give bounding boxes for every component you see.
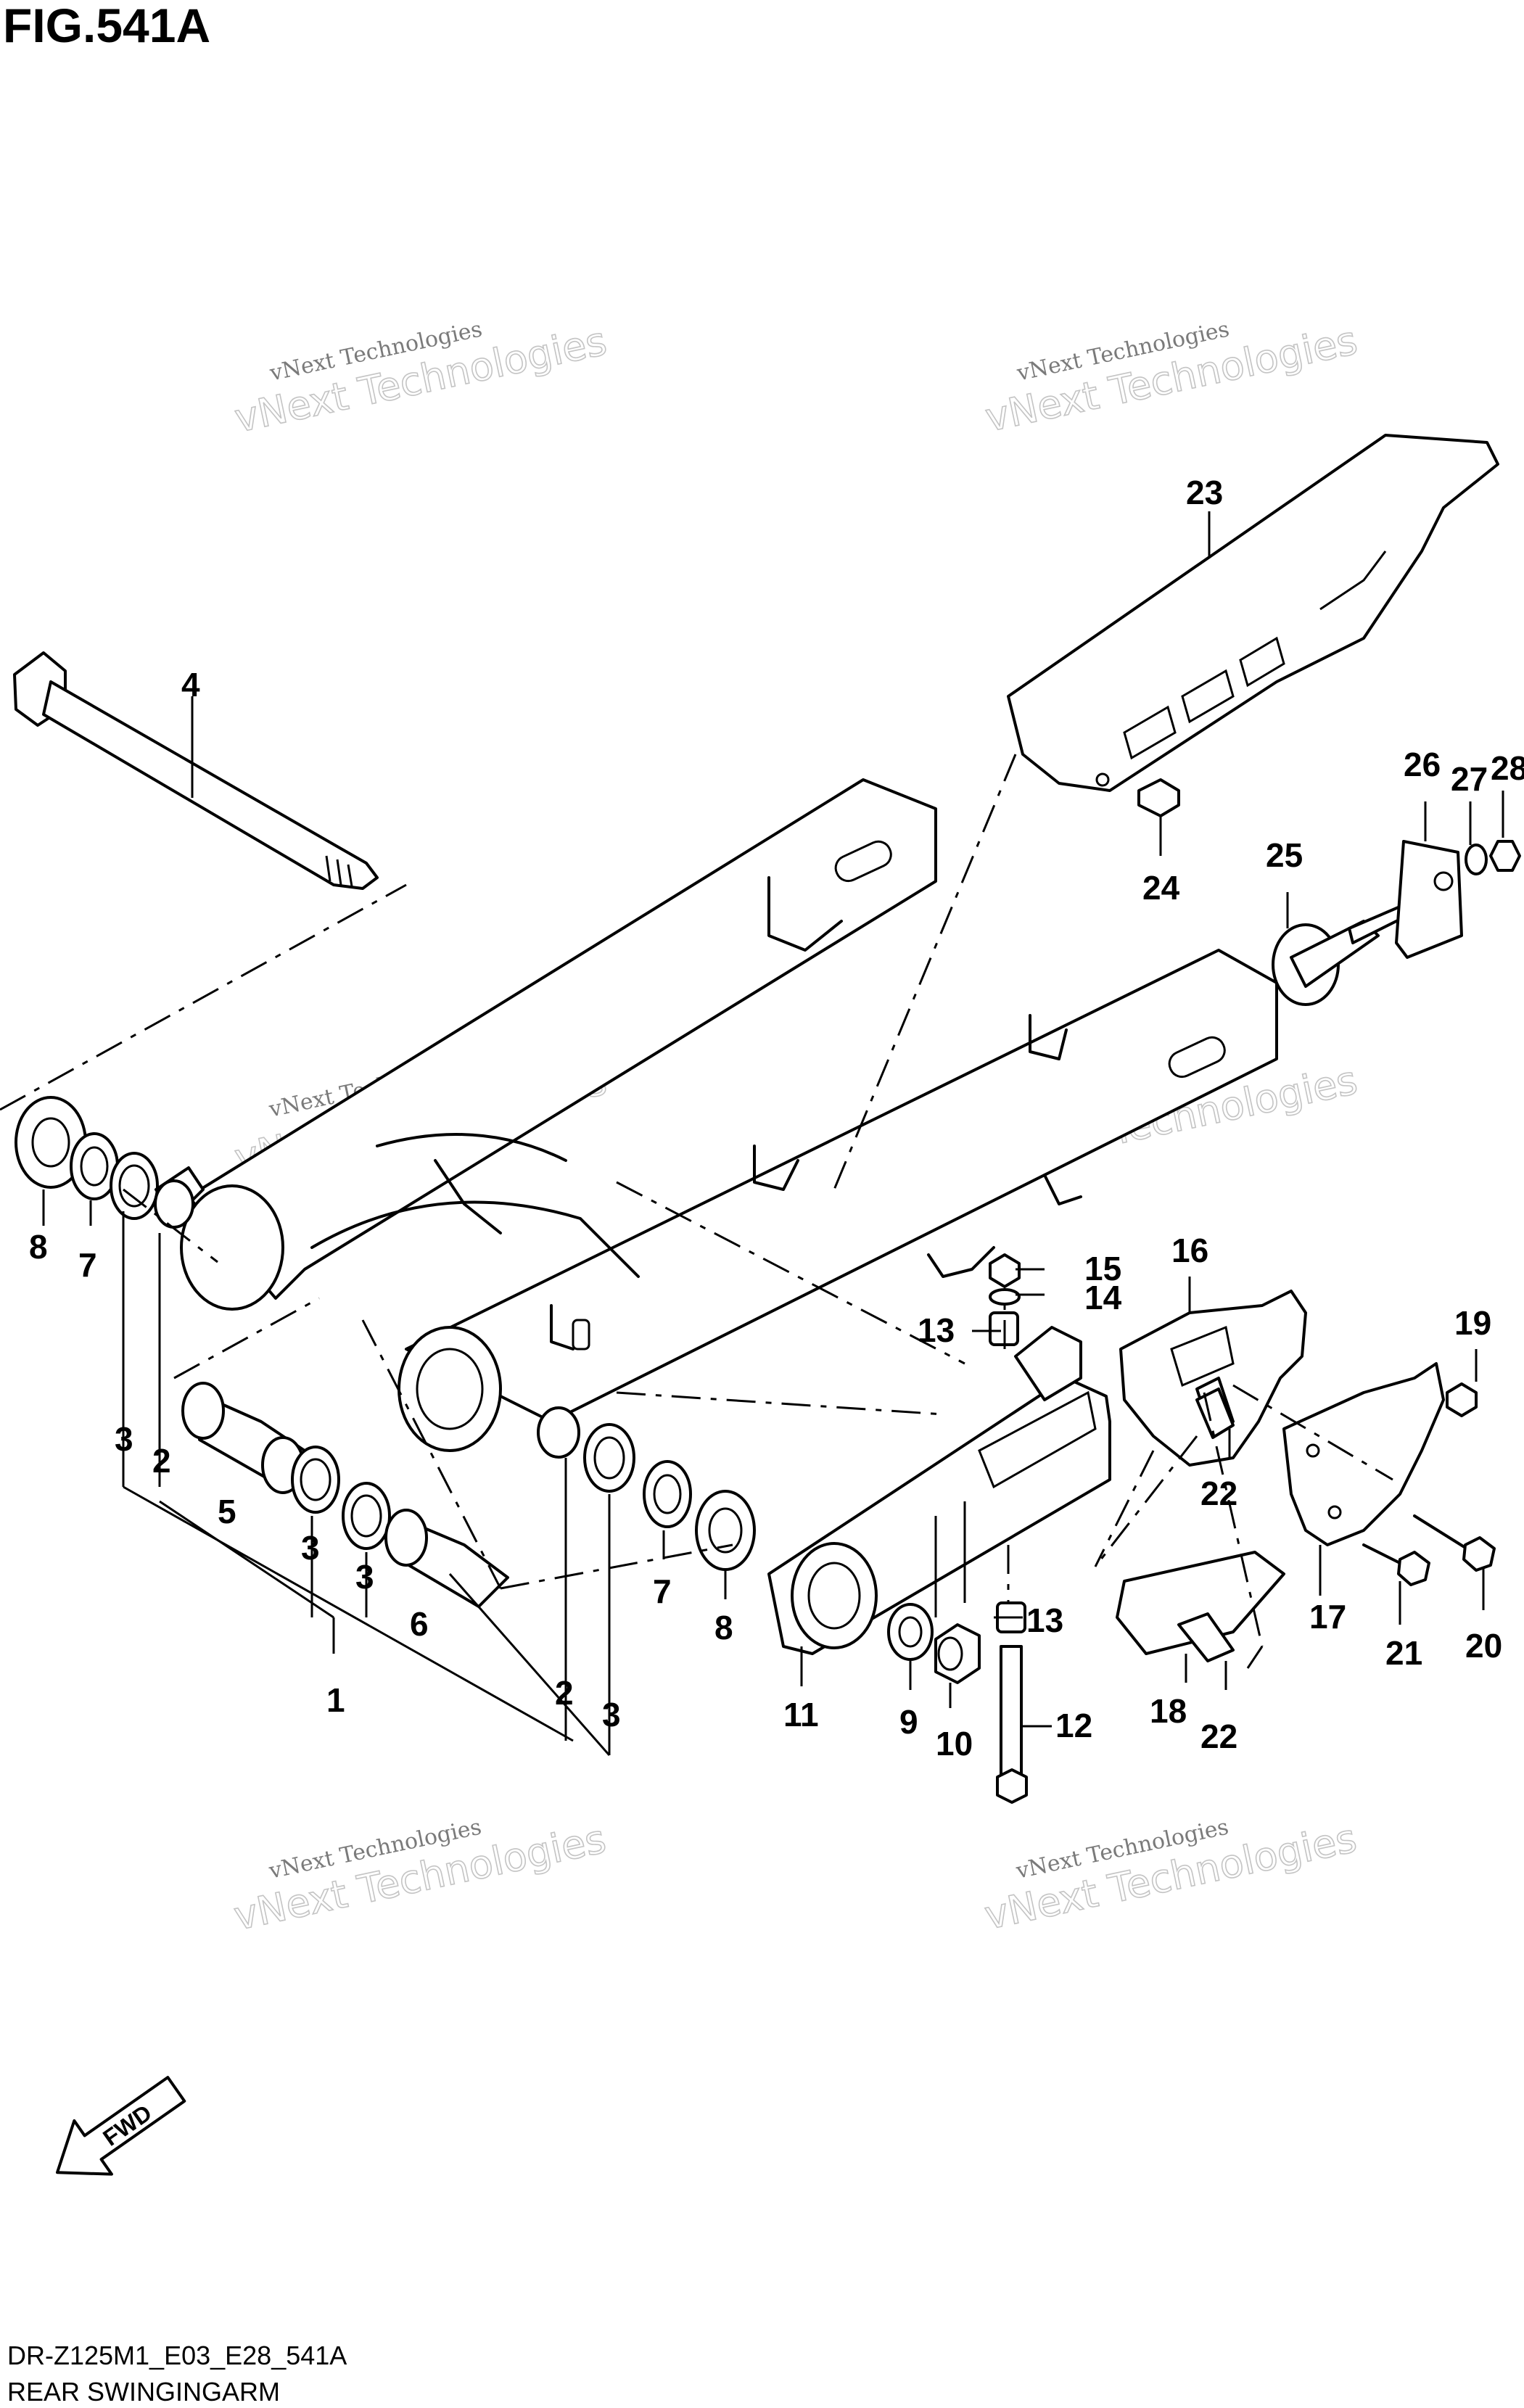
bearing-3-left-a bbox=[110, 1152, 159, 1220]
callout-15: 15 bbox=[1084, 1250, 1121, 1287]
callout-3: 3 bbox=[115, 1420, 133, 1458]
washer-9 bbox=[887, 1603, 934, 1661]
callout-22: 22 bbox=[1200, 1718, 1237, 1755]
slider-block-18 bbox=[1116, 1551, 1285, 1662]
nut-28 bbox=[1489, 840, 1521, 872]
callout-5: 5 bbox=[218, 1493, 236, 1530]
callout-26: 26 bbox=[1404, 746, 1441, 783]
swingarm bbox=[180, 778, 1278, 1452]
callout-8: 8 bbox=[714, 1609, 733, 1646]
part-callouts: 1 2 2 3 3 3 3 3 4 5 6 7 7 8 8 9 10 11 12… bbox=[29, 474, 1524, 1762]
callout-23: 23 bbox=[1186, 474, 1223, 511]
callout-14: 14 bbox=[1084, 1279, 1122, 1316]
watermark-top-right: vNext Technologies vNext Technologies bbox=[981, 316, 1362, 441]
figure-title: FIG.541A bbox=[3, 0, 210, 52]
bearing-3-mid-a bbox=[291, 1446, 340, 1514]
chain-guide-17 bbox=[1282, 1362, 1445, 1546]
callout-2: 2 bbox=[555, 1674, 574, 1712]
spacer-6 bbox=[384, 1509, 509, 1608]
callout-7: 7 bbox=[653, 1572, 672, 1610]
end-plate-26 bbox=[1395, 840, 1463, 959]
callout-3: 3 bbox=[301, 1529, 320, 1567]
bearing-3-right bbox=[583, 1423, 635, 1493]
collar-2-left bbox=[154, 1166, 205, 1229]
callout-20: 20 bbox=[1465, 1627, 1502, 1665]
leader-lines bbox=[0, 511, 1504, 1756]
callout-13: 13 bbox=[1026, 1601, 1063, 1639]
callout-8: 8 bbox=[29, 1228, 48, 1266]
callout-25: 25 bbox=[1266, 836, 1303, 874]
callout-28: 28 bbox=[1491, 749, 1524, 787]
callout-17: 17 bbox=[1309, 1598, 1346, 1636]
bolt-21 bbox=[1362, 1543, 1430, 1586]
pivot-bolt bbox=[13, 651, 379, 890]
callout-3: 3 bbox=[355, 1558, 374, 1596]
nut-10 bbox=[934, 1623, 981, 1684]
seal-8-right bbox=[695, 1490, 756, 1571]
fwd-arrow-icon: FWD bbox=[55, 2076, 186, 2176]
washer-7-left bbox=[70, 1132, 119, 1200]
callout-1: 1 bbox=[326, 1681, 345, 1719]
bolt-12 bbox=[996, 1645, 1028, 1804]
callout-4: 4 bbox=[181, 666, 200, 704]
callout-6: 6 bbox=[410, 1605, 429, 1643]
chain-slider bbox=[767, 1326, 1111, 1655]
callout-27: 27 bbox=[1451, 760, 1488, 798]
callout-16: 16 bbox=[1171, 1232, 1208, 1269]
figure-name: REAR SWINGINGARM bbox=[7, 2377, 280, 2407]
bolt-19 bbox=[1446, 1382, 1478, 1417]
watermark-low-right: vNext Technologies vNext Technologies bbox=[980, 1814, 1361, 1939]
callout-24: 24 bbox=[1142, 869, 1180, 907]
washer-27 bbox=[1465, 844, 1488, 875]
watermark-top-left: vNext Technologies vNext Technologies bbox=[230, 316, 611, 442]
callout-10: 10 bbox=[936, 1725, 973, 1762]
callout-22: 22 bbox=[1200, 1475, 1237, 1512]
washer-14 bbox=[989, 1288, 1021, 1306]
callout-21: 21 bbox=[1385, 1634, 1422, 1672]
bearing-3-mid-b bbox=[342, 1482, 391, 1550]
nut-15 bbox=[989, 1253, 1021, 1288]
spacer-5 bbox=[181, 1382, 306, 1494]
callout-7: 7 bbox=[78, 1246, 97, 1284]
callout-9: 9 bbox=[899, 1703, 918, 1741]
watermark-low-left: vNext Technologies vNext Technologies bbox=[229, 1814, 610, 1939]
callout-11: 11 bbox=[783, 1696, 819, 1733]
chain-guide-16 bbox=[1119, 1290, 1307, 1467]
callout-18: 18 bbox=[1150, 1692, 1187, 1730]
bolt-24 bbox=[1137, 778, 1180, 817]
callout-12: 12 bbox=[1055, 1707, 1092, 1744]
chain-guard bbox=[1007, 434, 1499, 792]
callout-13: 13 bbox=[918, 1311, 955, 1349]
callout-19: 19 bbox=[1454, 1304, 1491, 1342]
collar-2-right bbox=[537, 1406, 580, 1459]
model-code: DR-Z125M1_E03_E28_541A bbox=[7, 2341, 347, 2370]
washer-7-right bbox=[643, 1460, 692, 1528]
adjuster-25 bbox=[1272, 905, 1405, 1006]
callout-3: 3 bbox=[602, 1696, 621, 1733]
bolt-20 bbox=[1413, 1514, 1496, 1572]
callout-2: 2 bbox=[152, 1442, 171, 1480]
